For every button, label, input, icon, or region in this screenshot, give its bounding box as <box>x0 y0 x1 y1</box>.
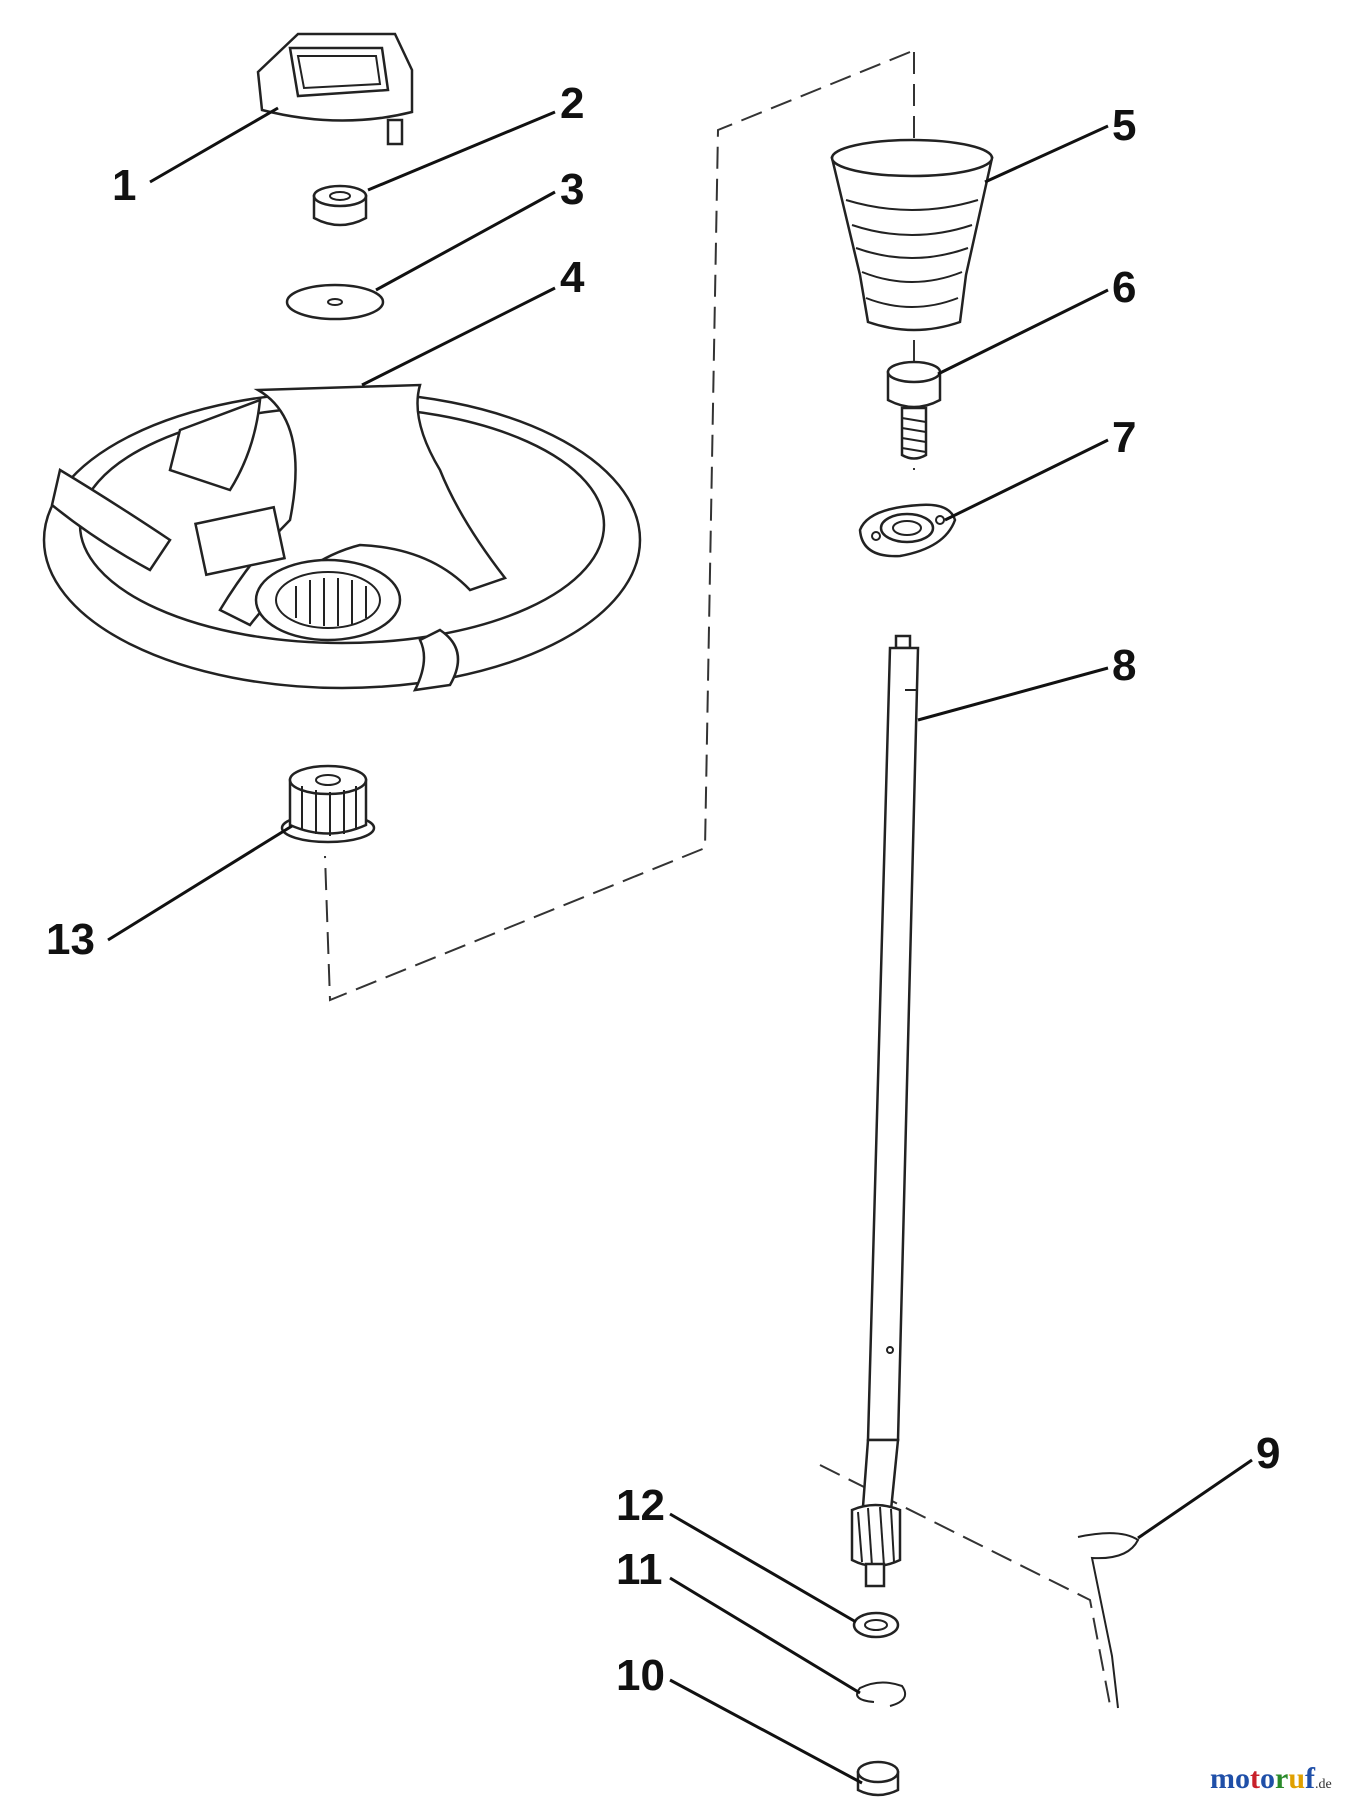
part-bolt <box>886 360 942 460</box>
part-shaft-washer <box>852 1611 900 1639</box>
callout-12: 12 <box>616 1481 665 1530</box>
watermark-text: motoruf.de <box>1210 1762 1332 1795</box>
part-end-cap <box>856 1760 900 1797</box>
watermark-suffix: .de <box>1315 1777 1332 1792</box>
part-retaining-ring <box>856 1681 906 1707</box>
callout-8: 8 <box>1112 641 1136 690</box>
part-washer <box>285 283 385 321</box>
callout-9: 9 <box>1256 1429 1280 1478</box>
callout-10: 10 <box>616 1651 665 1700</box>
callout-11: 11 <box>616 1545 663 1594</box>
part-nut <box>312 184 368 227</box>
callout-7: 7 <box>1112 413 1136 462</box>
part-spline-adapter <box>280 764 376 844</box>
watermark-letter: u <box>1288 1762 1305 1795</box>
watermark-letter: o <box>1235 1762 1250 1795</box>
watermark-letter: m <box>1210 1762 1235 1795</box>
watermark-letter: f <box>1305 1762 1316 1795</box>
leader-lines <box>107 106 1253 1785</box>
part-steering-wheel <box>42 383 642 692</box>
watermark-letter: o <box>1260 1762 1275 1795</box>
assembly-dash-lines <box>324 51 1111 1706</box>
watermark-logo: motoruf.de <box>1210 1762 1332 1795</box>
callout-13: 13 <box>46 915 95 964</box>
part-steering-boot <box>830 138 994 332</box>
callout-4: 4 <box>560 253 585 302</box>
part-horn-cap <box>256 32 414 146</box>
callout-3: 3 <box>560 165 584 214</box>
watermark-letter: r <box>1275 1762 1288 1795</box>
part-flange-bushing <box>858 503 957 558</box>
callout-6: 6 <box>1112 263 1136 312</box>
watermark-letter: t <box>1250 1762 1260 1795</box>
callout-2: 2 <box>560 79 584 128</box>
callout-5: 5 <box>1112 101 1136 150</box>
callout-labels: 1 2 3 4 5 6 7 8 9 10 11 12 13 <box>46 79 1280 1700</box>
callout-1: 1 <box>112 161 136 210</box>
part-hairpin-clip <box>1077 1532 1140 1709</box>
part-steering-shaft <box>850 634 920 1588</box>
